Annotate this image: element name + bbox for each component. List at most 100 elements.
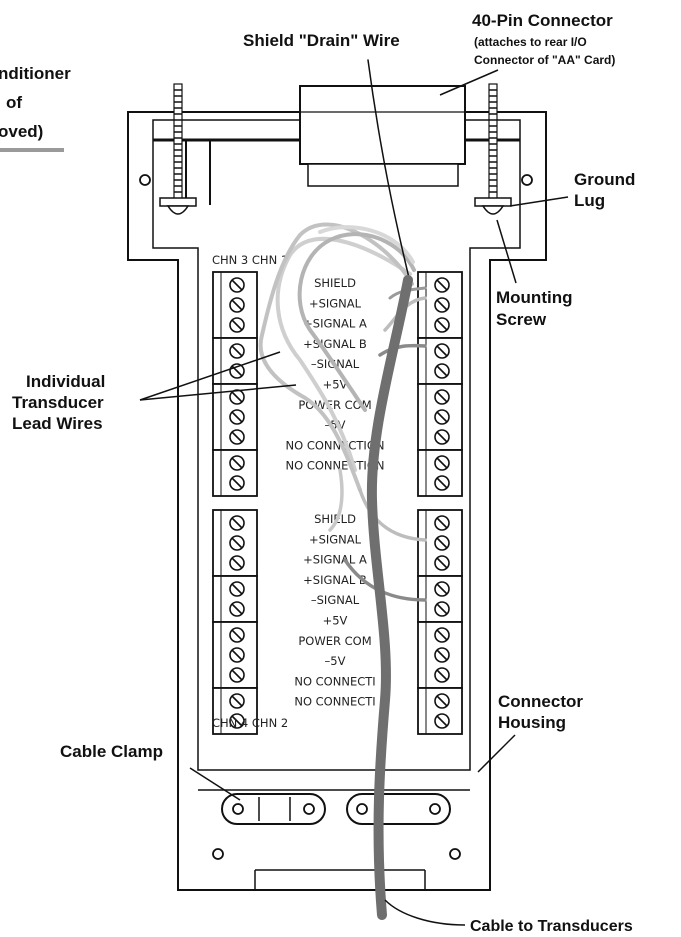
screw-left-head xyxy=(166,205,190,215)
terminal-screw-slot xyxy=(231,695,243,707)
terminal-screw-slot xyxy=(436,537,448,549)
lead-wires xyxy=(258,59,427,920)
channel-label-top: CHN 3 CHN 1 xyxy=(212,253,288,267)
terminal-label: NO CONNECTION xyxy=(286,438,385,452)
shield-drain-wire xyxy=(367,59,411,283)
callout-40pin-line2: Connector of "AA" Card) xyxy=(474,53,615,67)
left-cut-line-2: of xyxy=(6,93,22,112)
terminal-label: +SIGNAL B xyxy=(303,337,367,351)
terminal-blocks xyxy=(212,271,463,735)
terminal-screw-slot xyxy=(436,431,448,443)
terminal-screw-slot xyxy=(436,715,448,727)
terminal-screw-slot xyxy=(231,557,243,569)
terminal-screw-slot xyxy=(231,345,243,357)
terminal-screw-slot xyxy=(436,557,448,569)
callout-lead-line1: Individual xyxy=(26,372,105,391)
leader-lines xyxy=(139,69,569,926)
callout-lead-line2: Transducer xyxy=(12,393,104,412)
channel-label-bottom: CHN 4 CHN 2 xyxy=(212,716,288,730)
terminal-screw-slot xyxy=(231,629,243,641)
terminal-screw-slot xyxy=(436,477,448,489)
housing-bottom-tab xyxy=(254,869,426,890)
clamp-left-hole-2 xyxy=(303,803,315,815)
terminal-label: +5V xyxy=(323,378,348,392)
callout-40pin-line1: (attaches to rear I/O xyxy=(474,35,587,49)
screw-left-washer xyxy=(159,197,197,207)
terminal-block-left-bottom xyxy=(212,509,258,735)
terminal-labels-bottom: SHIELD+SIGNAL+SIGNAL A+SIGNAL B–SIGNAL+5… xyxy=(294,512,375,709)
callout-40pin-title: 40-Pin Connector xyxy=(472,11,613,30)
clamp-right-hole-2 xyxy=(429,803,441,815)
terminal-screw-slot xyxy=(436,411,448,423)
mounting-screw-left xyxy=(159,83,197,215)
terminal-screw-slot xyxy=(231,715,243,727)
terminal-screw-slot xyxy=(231,431,243,443)
terminal-screw-slot xyxy=(436,391,448,403)
leader-40pin xyxy=(439,69,499,96)
callout-housing-line1: Connector xyxy=(498,692,583,711)
terminal-label: –5V xyxy=(325,654,346,668)
clamp-right-body xyxy=(346,793,451,825)
screw-right-washer xyxy=(474,197,512,207)
callout-mounting-line2: Screw xyxy=(496,310,547,329)
terminal-screw-slot xyxy=(436,365,448,377)
main-cable xyxy=(366,275,413,920)
terminal-screw-slot xyxy=(231,669,243,681)
callout-mounting-line1: Mounting xyxy=(496,288,572,307)
terminal-label: NO CONNECTI xyxy=(294,695,375,709)
housing-outline xyxy=(127,111,547,891)
wire-light-3 xyxy=(297,232,416,412)
leader-lead-wires-1 xyxy=(139,351,281,401)
terminal-block-right-bottom xyxy=(417,509,463,735)
terminal-screw-slot xyxy=(436,583,448,595)
terminal-screw-slot xyxy=(231,537,243,549)
mounting-hole-top-right xyxy=(521,174,533,186)
terminal-label: +SIGNAL A xyxy=(303,553,367,567)
terminal-screw-slot xyxy=(436,695,448,707)
leader-cable-transducers xyxy=(384,899,466,926)
screw-right-head xyxy=(481,205,505,215)
terminal-screw-slot xyxy=(436,629,448,641)
terminal-label: +SIGNAL A xyxy=(303,317,367,331)
terminal-label: SHIELD xyxy=(314,276,356,290)
connector-40pin xyxy=(299,85,466,187)
terminal-group xyxy=(417,449,463,497)
callout-housing-line2: Housing xyxy=(498,713,566,732)
terminal-screw-slot xyxy=(436,517,448,529)
cable-clamp-right xyxy=(346,793,451,825)
terminal-screw-slot xyxy=(436,299,448,311)
wire-light-1 xyxy=(275,236,412,472)
left-cut-line-3: oved) xyxy=(0,122,43,141)
terminal-screw-slot xyxy=(231,477,243,489)
terminal-screw-slot xyxy=(231,279,243,291)
terminal-label: SHIELD xyxy=(314,512,356,526)
mounting-screw-right xyxy=(474,83,512,215)
left-cut-label: nditioner of oved) xyxy=(0,64,71,152)
connector-40pin-socket xyxy=(307,163,459,187)
terminal-screw-slot xyxy=(231,411,243,423)
wire-light-5 xyxy=(328,468,344,532)
terminal-label: +SIGNAL B xyxy=(303,573,367,587)
wire-to-signalb-top xyxy=(378,343,427,357)
clamp-right-hole-1 xyxy=(356,803,368,815)
callout-lead-line3: Lead Wires xyxy=(12,414,103,433)
callout-shield-drain: Shield "Drain" Wire xyxy=(243,31,400,50)
leader-ground-lug xyxy=(509,196,569,207)
terminal-label: +SIGNAL xyxy=(309,532,362,546)
mounting-hole-bottom-left xyxy=(212,848,224,860)
terminal-screw-slot xyxy=(231,517,243,529)
terminal-label: NO CONNECTION xyxy=(286,459,385,473)
leader-cable-clamp xyxy=(189,767,241,801)
terminal-screw-slot xyxy=(231,603,243,615)
terminal-block-right-top xyxy=(417,271,463,497)
screw-left-threads xyxy=(174,89,182,193)
terminal-screw-slot xyxy=(436,603,448,615)
leader-housing xyxy=(477,734,516,773)
terminal-label: POWER COM xyxy=(298,634,371,648)
terminal-label: –SIGNAL xyxy=(311,593,360,607)
wire-light-4 xyxy=(318,225,415,264)
leader-lead-wires-2 xyxy=(139,384,297,401)
callout-ground-line1: Ground xyxy=(574,170,635,189)
left-cut-line-1: nditioner xyxy=(0,64,71,83)
